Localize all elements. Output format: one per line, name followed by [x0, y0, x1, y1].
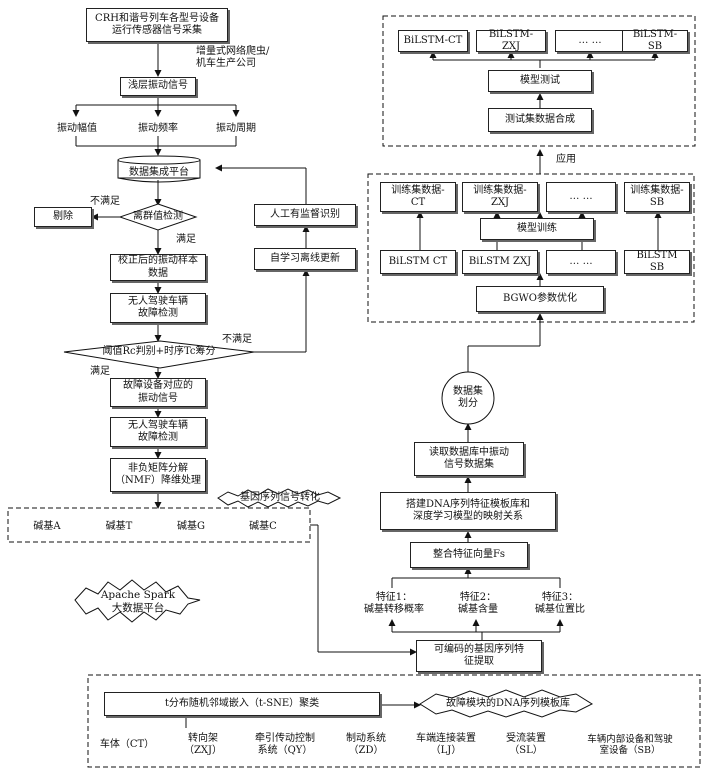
outlier-check-label: 离群值检测 — [120, 209, 196, 225]
part-sb: 车辆内部设备和驾驶 室设备（SB） — [572, 730, 688, 760]
source-note: 增量式网络爬虫/ 机车生产公司 — [196, 46, 269, 70]
part-qy: 牵引传动控制 系统（QY） — [248, 730, 322, 760]
train-set-zxj: 训练集数据- ZXJ — [462, 182, 538, 212]
train-set-ct: 训练集数据- CT — [380, 182, 456, 212]
base-t: 碱基T — [90, 514, 148, 534]
met-label-1: 满足 — [176, 234, 196, 246]
train-model-zxj: BiLSTM ZXJ — [462, 250, 538, 274]
gene-transform-label: 基因序列信号转化 — [222, 491, 338, 505]
test-model-sb: BiLSTM-SB — [622, 30, 688, 52]
build-mapping-box: 搭建DNA序列特征模板库和 深度学习模型的映射关系 — [380, 492, 556, 530]
train-set-sb: 训练集数据- SB — [624, 182, 690, 212]
train-model-etc: … … — [546, 250, 616, 274]
part-zd: 制动系统 （ZD） — [334, 730, 398, 760]
threshold-check-label: 阈值Rc判别+时序Tc筹分 — [84, 345, 234, 359]
test-model-zxj: BiLSTM-ZXJ — [476, 30, 546, 52]
frequency-para: 振动频率 — [127, 116, 189, 136]
part-lj: 车端连接装置 （LJ） — [410, 730, 482, 760]
shallow-signal-box: 浅层振动信号 — [120, 77, 196, 96]
train-model-ct: BiLSTM CT — [380, 250, 456, 274]
fault-signal-box: 故障设备对应的 振动信号 — [110, 378, 206, 407]
self-learning-box: 自学习离线更新 — [254, 248, 356, 270]
feature-1: 特征1： 碱基转移概率 — [358, 588, 430, 620]
feature-2: 特征2： 碱基含量 — [442, 588, 514, 620]
sensor-collect-box: CRH和谐号列车各型号设备 运行传感器信号采集 — [86, 8, 228, 42]
not-met-label-1: 不满足 — [90, 196, 120, 208]
test-model-ct: BiLSTM-CT — [398, 30, 468, 52]
period-para: 振动周期 — [205, 116, 267, 136]
model-train-box: 模型训练 — [480, 218, 594, 240]
data-platform-label: 数据集成平台 — [118, 161, 200, 179]
dataset-split-label: 数据集 划分 — [442, 384, 494, 412]
dna-lib-label: 故障模块的DNA序列模板库 — [430, 697, 586, 711]
tsne-box: t分布随机邻域嵌入（t-SNE）聚类 — [104, 692, 380, 716]
integrate-box: 整合特征向量Fs — [410, 542, 528, 568]
apply-label: 应用 — [556, 154, 576, 166]
base-c: 碱基C — [234, 514, 292, 534]
model-test-box: 模型测试 — [488, 70, 592, 92]
amplitude-para: 振动幅值 — [46, 116, 108, 136]
fault-detect-box-2: 无人驾驶车辆 故障检测 — [110, 417, 206, 447]
part-ct: 车体（CT） — [96, 730, 158, 760]
test-model-etc: … … — [555, 30, 625, 52]
nmf-box: 非负矩阵分解 （NMF）降维处理 — [110, 458, 206, 492]
feature-3: 特征3： 碱基位置比 — [524, 588, 596, 620]
test-set-box: 测试集数据合成 — [488, 108, 592, 132]
train-set-etc: … … — [546, 182, 616, 212]
remove-box: 剔除 — [34, 207, 92, 227]
base-g: 碱基G — [162, 514, 220, 534]
part-sl: 受流装置 （SL） — [494, 730, 558, 760]
met-label-2: 满足 — [90, 366, 110, 378]
bgwo-box: BGWO参数优化 — [476, 286, 604, 312]
extract-box: 可编码的基因序列特 征提取 — [416, 640, 542, 672]
fault-detect-box-1: 无人驾驶车辆 故障检测 — [110, 293, 206, 323]
base-a: 碱基A — [18, 514, 76, 534]
manual-review-box: 人工有监督识别 — [254, 204, 356, 226]
corrected-sample-box: 校正后的振动样本 数据 — [110, 254, 206, 281]
train-model-sb: BiLSTM SB — [624, 250, 690, 274]
spark-label: Apache Spark 大数据平台 — [88, 588, 188, 616]
not-met-label-2: 不满足 — [222, 334, 252, 346]
read-db-box: 读取数据库中振动 信号数据集 — [414, 442, 524, 476]
part-zxj: 转向架 （ZXJ） — [170, 730, 236, 760]
